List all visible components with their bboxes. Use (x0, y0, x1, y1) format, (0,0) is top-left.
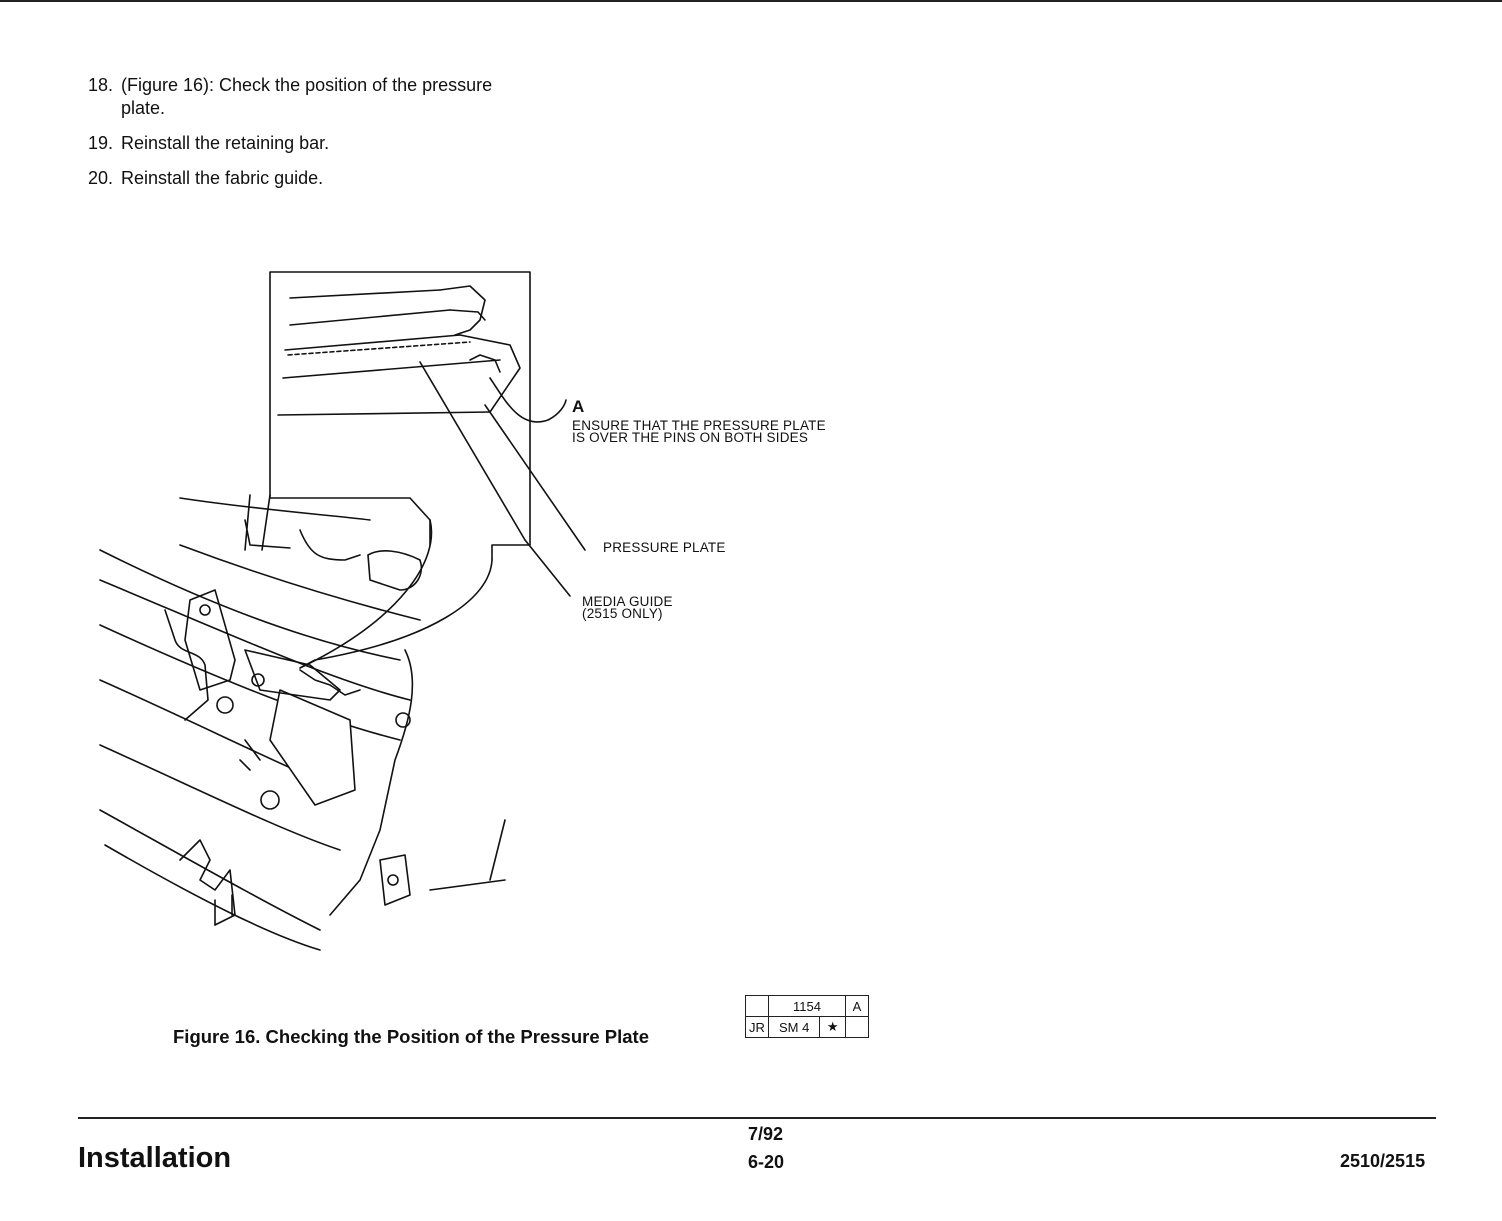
callout-a-letter: A (572, 397, 585, 416)
step-number: 18. (88, 75, 114, 95)
footer-section-title: Installation (78, 1142, 232, 1174)
magnifier-arrow (299, 519, 493, 669)
table-cell: A (845, 995, 869, 1017)
pressure-plate-leader (419, 361, 586, 551)
table-cell: 1154 (768, 995, 846, 1017)
table-row: JR SM 4 ★ (745, 1016, 869, 1038)
step-19: 19. Reinstall the retaining bar. (88, 132, 508, 155)
step-number: 19. (88, 133, 114, 153)
step-number: 20. (88, 168, 114, 188)
media-guide-leader (524, 539, 571, 597)
procedure-steps: 18. (Figure 16): Check the position of t… (88, 74, 508, 202)
footer-model-number: 2510/2515 (1340, 1151, 1426, 1171)
step-text: (Figure 16): Check the position of the p… (121, 75, 493, 118)
table-cell (845, 1016, 869, 1038)
step-18: 18. (Figure 16): Check the position of t… (88, 74, 508, 120)
step-text: Reinstall the retaining bar. (121, 133, 330, 153)
table-cell (745, 995, 769, 1017)
step-text: Reinstall the fabric guide. (121, 168, 324, 188)
star-icon: ★ (819, 1016, 846, 1038)
footer-date: 7/92 (748, 1124, 784, 1144)
footer-page-number: 6-20 (748, 1152, 785, 1172)
figure-caption: Figure 16. Checking the Position of the … (173, 1026, 649, 1047)
pressure-plate-illustration (99, 271, 586, 951)
table-cell: SM 4 (767, 1016, 821, 1038)
callout-a-leader (489, 377, 567, 423)
pressure-plate-label: PRESSURE PLATE (603, 540, 726, 555)
table-row: 1154 A (745, 995, 869, 1017)
footer-rule (78, 1117, 1436, 1119)
table-cell: JR (745, 1016, 769, 1038)
page-top-border (0, 0, 1502, 2)
reference-table: 1154 A JR SM 4 ★ (745, 995, 869, 1038)
media-guide-label: MEDIA GUIDE (2515 ONLY) (582, 594, 673, 621)
callout-a-text: ENSURE THAT THE PRESSURE PLATE IS OVER T… (572, 418, 826, 445)
step-20: 20. Reinstall the fabric guide. (88, 167, 508, 190)
